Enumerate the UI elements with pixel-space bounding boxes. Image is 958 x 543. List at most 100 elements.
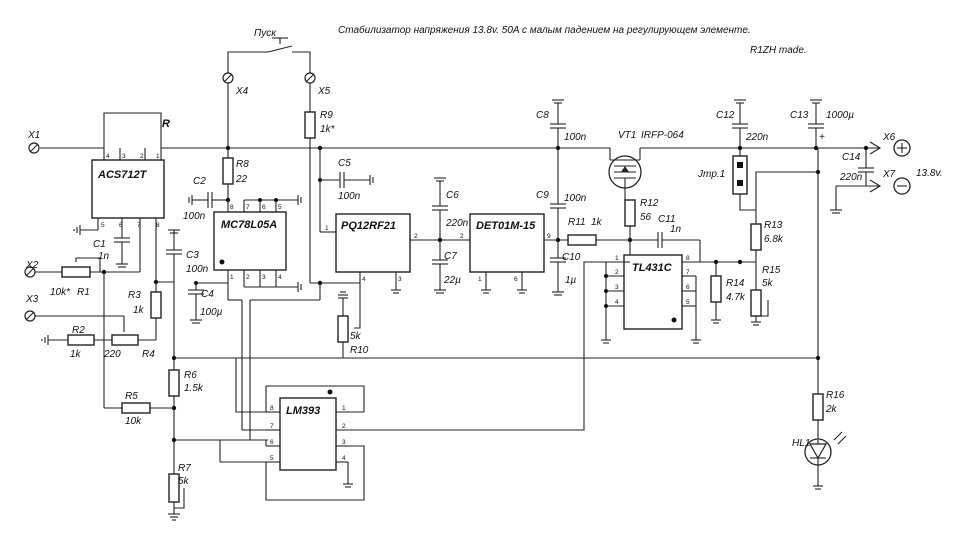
resistor-r7: R7 5k (168, 463, 191, 521)
c5-val: 100n (338, 191, 361, 202)
svg-text:6: 6 (262, 204, 266, 211)
c3-val: 100n (186, 264, 209, 275)
terminal-x3: X3 (24, 294, 39, 322)
c7-ref: C7 (444, 251, 457, 262)
schematic-title: Стабилизатор напряжения 13.8v. 50A с мал… (338, 24, 751, 36)
r2-ref: R2 (72, 325, 85, 336)
svg-text:6: 6 (270, 439, 274, 446)
svg-text:2: 2 (414, 233, 418, 240)
r2-val: 1k (70, 349, 82, 360)
c6-ref: C6 (446, 190, 459, 201)
svg-text:3: 3 (398, 276, 402, 283)
r10-val: 5k (350, 331, 362, 342)
c12-val: 220n (745, 132, 769, 143)
led-hl1: HL1 (792, 431, 847, 490)
c14-ref: C14 (842, 152, 861, 163)
r13-ref: R13 (764, 220, 783, 231)
capacitor-c6: C6 220n (432, 177, 469, 260)
start-switch-label: Пуск (254, 28, 277, 39)
transistor-vt1: VT1 IRFP-064 (608, 130, 684, 200)
r15-val: 5k (762, 278, 774, 289)
vt1-part: IRFP-064 (641, 130, 684, 141)
r8-val: 22 (235, 174, 248, 185)
resistor-r3: R3 1k (128, 282, 162, 340)
svg-text:4: 4 (106, 153, 110, 160)
svg-text:8: 8 (270, 405, 274, 412)
c12-ref: C12 (716, 110, 735, 121)
c3-ref: C3 (186, 250, 199, 261)
ic-pq12rf21-label: PQ12RF21 (341, 220, 396, 232)
svg-text:2: 2 (615, 269, 619, 276)
output-ground (830, 186, 842, 214)
resistor-r11: R11 1k (567, 217, 633, 246)
terminal-x3-label: X3 (25, 294, 39, 305)
start-switch: Пуск (227, 28, 311, 78)
terminal-x7-label: X7 (882, 169, 896, 180)
svg-text:8: 8 (156, 222, 160, 229)
ground-acs (73, 225, 98, 235)
capacitor-c1: C1 1n (93, 230, 130, 268)
resistor-r8: R8 22 (222, 148, 249, 200)
c10-val: 1µ (565, 275, 577, 286)
ic-pq12rf21: PQ12RF21 1 2 4 3 (320, 213, 470, 294)
terminal-x2-label: X2 (25, 260, 39, 271)
c9-val: 100n (564, 193, 587, 204)
svg-text:6: 6 (686, 284, 690, 291)
resistor-r12: R12 56 (624, 198, 659, 262)
c5-ref: C5 (338, 158, 351, 169)
svg-text:9: 9 (547, 233, 551, 240)
terminal-x6-label: X6 (882, 132, 896, 143)
r15-ref: R15 (762, 265, 781, 276)
terminal-x5: X5 (304, 72, 331, 97)
capacitor-c4: C4 100µ (188, 281, 228, 324)
resistor-r5: R5 10k (103, 272, 174, 427)
output-voltage-label: 13.8v. (916, 168, 943, 179)
c11-val: 1n (670, 224, 682, 235)
r16-val: 2k (825, 404, 838, 415)
r11-val: 1k (591, 217, 603, 228)
c8-ref: C8 (536, 110, 549, 121)
r4-ref: R4 (142, 349, 155, 360)
svg-text:7: 7 (137, 222, 141, 229)
r1-ref: R1 (77, 287, 90, 298)
ic-tl431c: TL431C 12 34 87 65 (606, 254, 700, 330)
svg-text:3: 3 (342, 439, 346, 446)
r5-ref: R5 (125, 391, 138, 402)
svg-text:6: 6 (119, 222, 123, 229)
author-label: R1ZH made. (750, 45, 807, 56)
jumper-jmp1: Jmp.1 (697, 148, 748, 195)
svg-text:5: 5 (270, 455, 274, 462)
r14-val: 4.7k (726, 292, 746, 303)
ic-mc78l05a-label: MC78L05A (221, 219, 277, 231)
terminal-x7: X7 (836, 169, 911, 195)
r1-val: 10k* (50, 287, 71, 298)
r10-ref: R10 (350, 345, 369, 356)
r3-ref: R3 (128, 290, 141, 301)
c13-val: 1000µ (826, 110, 854, 121)
terminal-x1: X1 (27, 130, 40, 154)
terminal-x1-label: X1 (27, 130, 40, 141)
ic-det01m15-label: DET01M-15 (476, 220, 536, 232)
r6-ref: R6 (184, 370, 197, 381)
svg-text:1: 1 (325, 225, 329, 232)
ic-tl431c-label: TL431C (632, 262, 673, 274)
svg-text:1: 1 (342, 405, 346, 412)
jumper-label: Jmp.1 (697, 169, 725, 180)
svg-text:5: 5 (278, 204, 282, 211)
svg-text:4: 4 (342, 455, 346, 462)
svg-text:1: 1 (615, 255, 619, 262)
svg-text:1: 1 (156, 153, 160, 160)
r12-ref: R12 (640, 198, 659, 209)
shunt-label: R (162, 118, 170, 130)
r11-ref: R11 (568, 217, 586, 228)
resistor-r13: R13 6.8k (739, 194, 784, 262)
resistor-r1: 10k* R1 (35, 257, 140, 298)
terminal-x5-label: X5 (317, 86, 331, 97)
svg-text:1: 1 (478, 276, 482, 283)
svg-text:2: 2 (140, 153, 144, 160)
capacitor-c2: C2 100n (183, 176, 228, 222)
svg-text:3: 3 (615, 284, 619, 291)
capacitor-c7: C7 22µ (432, 251, 461, 294)
